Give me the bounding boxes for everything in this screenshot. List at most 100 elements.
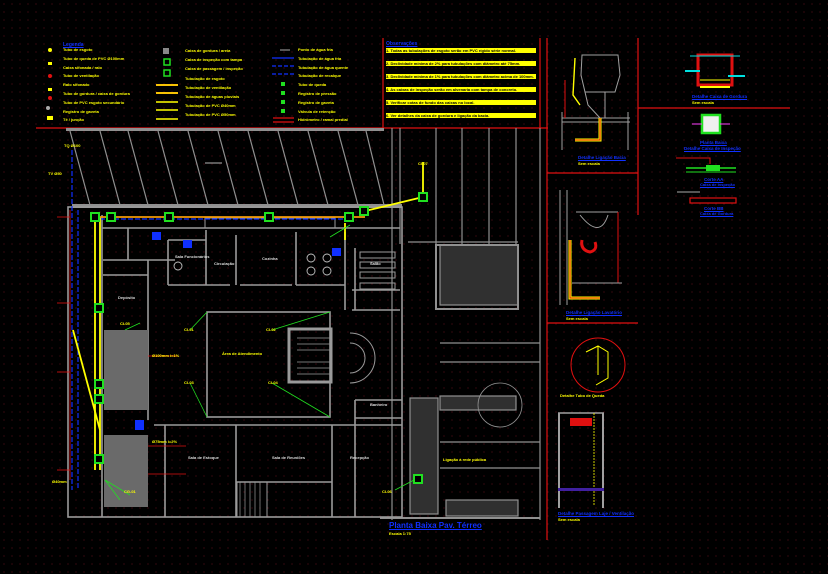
room-label: Área de Atendimento	[222, 351, 263, 356]
detail-title-toilet: Detalhe Ligação Bacia	[578, 155, 626, 160]
detail-subtitle-grease-box: Sem escala	[692, 100, 714, 105]
inspection-box	[106, 212, 116, 222]
note-line: 5. Verificar cotas de fundo das caixas n…	[386, 100, 536, 105]
plan-scale: Escala 1:75	[389, 531, 411, 536]
detail-inspection-box-plan	[692, 113, 730, 135]
box-label: CI-07	[418, 161, 428, 166]
legend-symbols	[46, 48, 294, 123]
box-label: CI-03	[184, 380, 194, 385]
room-label: Sala Funcionários	[175, 254, 210, 259]
legend-item: Ralo sifonado	[63, 82, 90, 88]
detail-subtitle-section-aa: Caixa de Inspeção	[700, 182, 735, 187]
room-label: Recepção	[350, 455, 369, 460]
legend-item: Tubulação de esgoto	[185, 75, 225, 81]
room-label: Cozinha	[262, 256, 278, 261]
leader-lines	[104, 224, 415, 501]
legend-item: Tubo de queda	[298, 82, 327, 88]
detail-title-section-aa: Corte AA	[704, 177, 724, 182]
detail-section-aa	[676, 157, 736, 173]
notes-title: Observações	[386, 41, 418, 47]
note-line: 3. Declividade mínima de 1% para tubulaç…	[386, 74, 536, 79]
room-label: Salão	[370, 261, 381, 266]
room-label: Sala de Estoque	[188, 455, 219, 460]
legend-item: Caixa de inspeção com tampa	[185, 57, 243, 63]
legend-symbol-pressure-valve	[281, 91, 285, 95]
box-label: CI-06	[382, 489, 392, 494]
legend-item: Tubulação de ventilação	[185, 84, 232, 90]
room-label: Banheiro	[370, 402, 388, 407]
legend-item: Registro de gaveta	[298, 99, 334, 105]
legend-item: Tubulação de água fria	[298, 55, 342, 61]
box-label: CI-04	[268, 380, 278, 385]
inspection-box	[418, 192, 428, 202]
legend-symbol-grease-box	[163, 48, 169, 54]
note-line: 4. As caixas de inspeção serão em alvena…	[386, 87, 536, 92]
legend-item: Tubulação de PVC Ø40mm	[185, 103, 236, 109]
pipe-label: TV Ø50	[48, 171, 62, 176]
legend-item: Ponto de água fria	[298, 47, 333, 52]
pipe-label: TQ Ø100	[64, 143, 81, 148]
box-label: CG-01	[124, 489, 136, 494]
legend-item: Caixa de passagem / inspeção	[185, 66, 243, 72]
detail-subtitle-inspection-plan: Detalhe Caixa de Inspeção	[684, 146, 741, 151]
legend-symbol-inspection-box	[163, 58, 171, 66]
pipe-label: Ø100mm i=1%	[152, 353, 180, 358]
box-label: CI-02	[266, 327, 276, 332]
legend-symbol-gate-valve	[281, 100, 285, 104]
sewer-pipes	[72, 162, 424, 470]
legend-item: Tubulação de recalque	[298, 73, 342, 79]
detail-stack	[558, 337, 626, 508]
legend-item: Tubo de gordura / caixa de gordura	[63, 91, 130, 96]
inspection-box	[94, 394, 104, 404]
legend-symbol-check-valve	[281, 109, 285, 113]
legend-item: Hidrômetro / ramal predial	[298, 117, 348, 123]
detail-title-grease-box: Detalhe Caixa de Gordura	[692, 94, 748, 99]
note-line: 1. Todas as tubulações de esgoto serão e…	[386, 48, 536, 53]
detail-toilet	[561, 54, 630, 150]
detail-section-bb	[677, 191, 737, 204]
box-label: CI-05	[120, 321, 130, 326]
notes-block: 1. Todas as tubulações de esgoto serão e…	[386, 48, 536, 126]
pipe-label: Ligação à rede pública	[443, 457, 487, 462]
detail-title-stack: Detalhe Tubo de Queda	[560, 393, 605, 398]
exterior-right	[380, 128, 541, 520]
note-line: 6. Ver detalhes da caixa de gordura e li…	[386, 113, 536, 118]
detail-title-slab: Detalhe Passagem Laje / Ventilação	[558, 511, 635, 516]
legend-item: Registro de gaveta	[63, 108, 99, 114]
red-pipe-overlay	[57, 210, 365, 480]
legend-item: Tê / junção	[63, 117, 84, 123]
inspection-box	[344, 212, 354, 222]
inspection-box	[264, 212, 274, 222]
detail-title-washbasin: Detalhe Ligação Lavatório	[566, 310, 623, 315]
parking-area	[66, 128, 402, 208]
legend-item: Caixa sifonada / ralo	[63, 64, 102, 70]
inspection-box	[94, 379, 104, 389]
legend-item: Válvula de retenção	[298, 108, 336, 114]
legend-item: Tubo de queda de PVC Ø100mm	[63, 55, 125, 61]
inspection-box	[164, 212, 174, 222]
detail-title-inspection-plan: Planta Baixa	[700, 140, 727, 145]
room-label: Depósito	[118, 295, 136, 300]
inspection-boxes	[90, 192, 428, 484]
legend-item: Tubulação de PVC Ø50mm	[185, 112, 236, 118]
legend-title: Legenda	[63, 42, 84, 48]
legend-item: Tubo de ventilação	[63, 73, 99, 79]
room-label: Circulação	[214, 261, 235, 266]
detail-title-section-bb: Corte BB	[704, 206, 724, 211]
legend-item: Tubo de PVC esgoto secundário	[63, 99, 125, 105]
legend-item: Tubulação de água quente	[298, 64, 349, 70]
detail-subtitle-slab: Sem escala	[558, 517, 580, 522]
inspection-box	[90, 212, 100, 222]
legend-item: Caixa de gordura / areia	[185, 48, 231, 53]
legend-item: Tubulação de águas pluviais	[185, 94, 240, 99]
legend-item: Tubo de esgoto	[63, 47, 93, 52]
box-label: CI-01	[184, 327, 194, 332]
legend-symbol-stack	[281, 82, 285, 86]
plan-title: Planta Baixa Pav. Térreo	[389, 521, 482, 530]
detail-subtitle-washbasin: Sem escala	[566, 316, 588, 321]
inspection-box	[359, 206, 369, 216]
note-line: 2. Declividade mínima de 2% para tubulaç…	[386, 61, 536, 66]
pipe-label: Ø75mm i=2%	[152, 439, 178, 444]
inspection-box	[413, 474, 423, 484]
